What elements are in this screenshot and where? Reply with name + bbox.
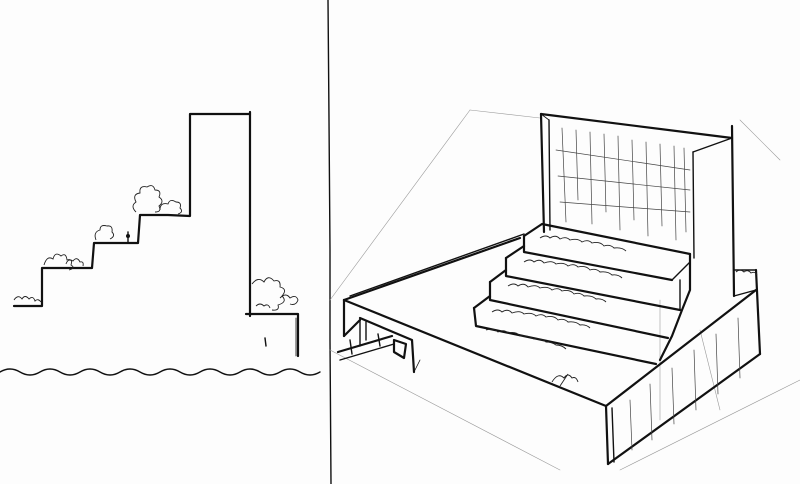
- base-platform: [342, 233, 762, 466]
- tall-wall-block: [539, 112, 736, 298]
- terrace-steps: [472, 222, 692, 366]
- construction-lines: [329, 109, 800, 471]
- stair-section: [12, 110, 300, 358]
- front-opening: [336, 316, 421, 374]
- sheet-divider: [327, 0, 332, 484]
- section-planting: [13, 185, 299, 311]
- section-ground-line: [0, 368, 321, 376]
